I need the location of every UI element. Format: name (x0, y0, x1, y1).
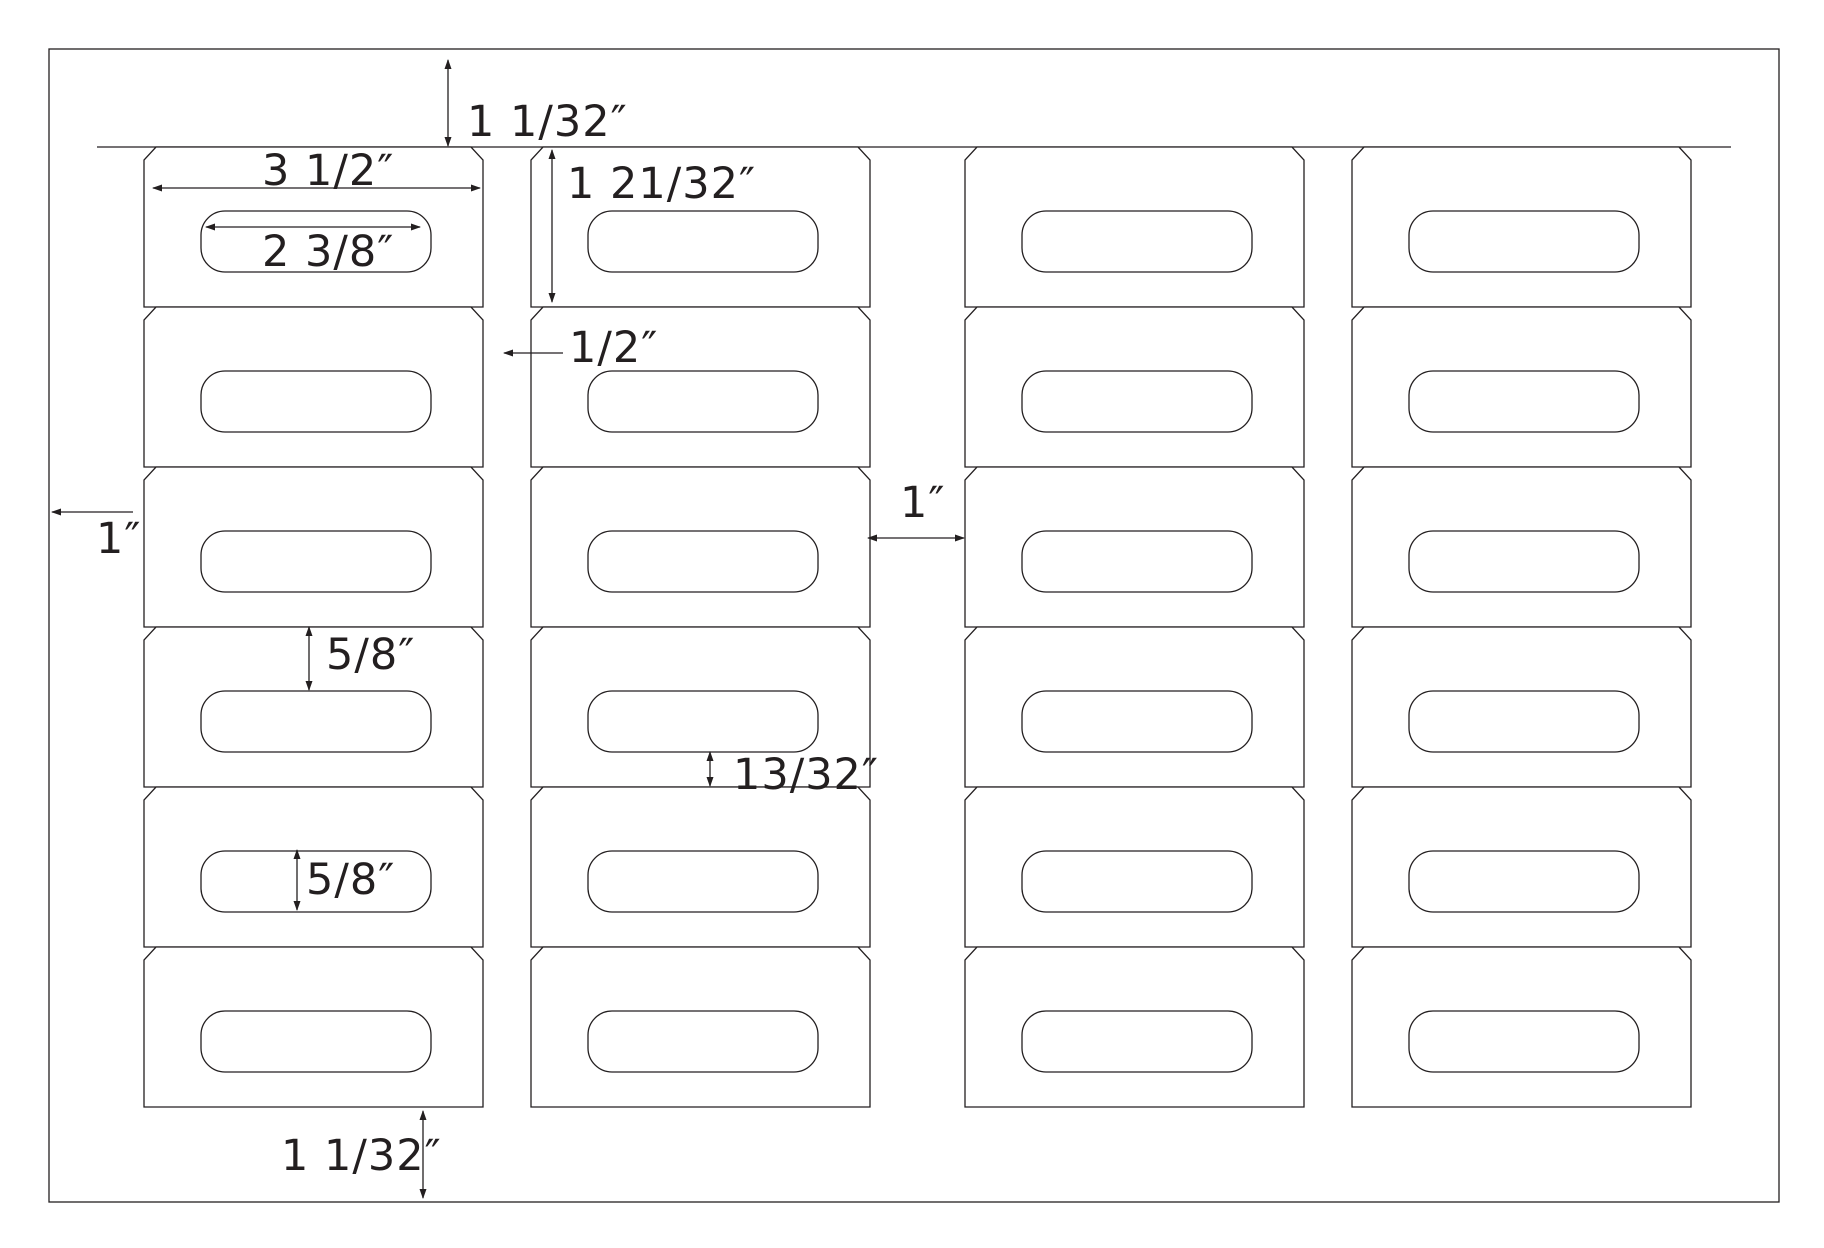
window-r6-c4 (1408, 1010, 1640, 1073)
window-bottom-offset-dimension: 13/32″ (706, 750, 879, 800)
window-r2-c2 (587, 370, 819, 433)
notch-label: 1/2″ (569, 323, 658, 373)
top-margin-label: 1 1/32″ (467, 97, 628, 147)
window-top-offset-dimension: 5/8″ (305, 626, 415, 691)
window-top-offset-label: 5/8″ (326, 630, 415, 680)
window-r6-c2 (587, 1010, 819, 1073)
window-r6-c3 (1021, 1010, 1253, 1073)
label-height-dimension: 1 21/32″ (548, 149, 756, 303)
side-margin-label: 1″ (96, 514, 141, 564)
window-r5-c2 (587, 850, 819, 913)
window-r4-c3 (1021, 690, 1253, 753)
top-margin-dimension: 1 1/32″ (444, 59, 628, 147)
label-width-dimension: 3 1/2″ (152, 146, 481, 196)
window-height-dimension: 5/8″ (293, 849, 395, 911)
window-r6-c1 (200, 1010, 432, 1073)
window-r3-c1 (200, 530, 432, 593)
window-r5-c1 (200, 850, 432, 913)
side-margin-dimension: 1″ (51, 508, 141, 564)
bottom-margin-label: 1 1/32″ (281, 1131, 442, 1181)
window-height-label: 5/8″ (306, 855, 395, 905)
window-r2-c1 (200, 370, 432, 433)
notch-dimension: 1/2″ (503, 323, 658, 373)
window-r4-c4 (1408, 690, 1640, 753)
window-r2-c3 (1021, 370, 1253, 433)
window-r1-c3 (1021, 210, 1253, 273)
label-width-label: 3 1/2″ (262, 146, 394, 196)
window-width-label: 2 3/8″ (262, 227, 394, 277)
window-bottom-offset-label: 13/32″ (733, 750, 879, 800)
window-width-dimension: 2 3/8″ (205, 223, 421, 277)
label-height-label: 1 21/32″ (567, 159, 756, 209)
window-r1-c2 (587, 210, 819, 273)
window-r4-c2 (587, 690, 819, 753)
window-r3-c3 (1021, 530, 1253, 593)
label-grid (143, 146, 1692, 1108)
column-gutter-dimension: 1″ (867, 478, 965, 542)
bottom-margin-dimension: 1 1/32″ (281, 1110, 442, 1199)
window-r5-c3 (1021, 850, 1253, 913)
window-r1-c4 (1408, 210, 1640, 273)
window-r4-c1 (200, 690, 432, 753)
window-r5-c4 (1408, 850, 1640, 913)
window-r2-c4 (1408, 370, 1640, 433)
column-gutter-label: 1″ (900, 478, 945, 528)
window-r3-c4 (1408, 530, 1640, 593)
sheet-border (48, 48, 1780, 1203)
window-r3-c2 (587, 530, 819, 593)
